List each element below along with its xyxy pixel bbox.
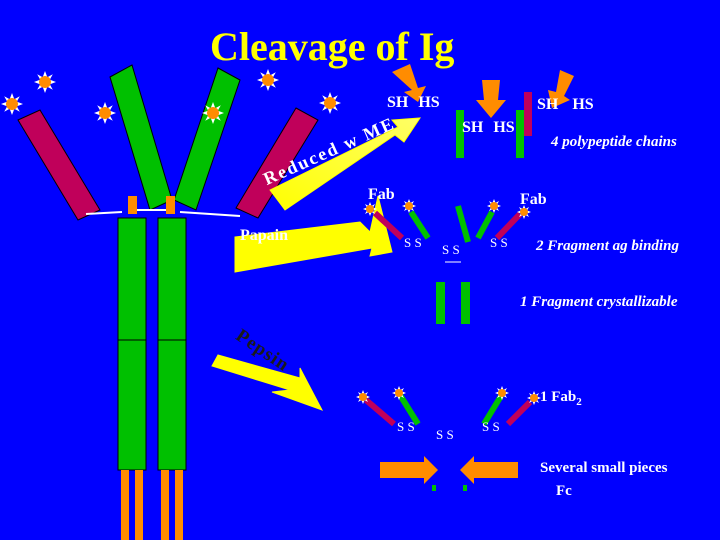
orange-arrow-icon [548, 70, 574, 108]
papain-fragments [234, 195, 531, 324]
igg-molecule [1, 64, 341, 540]
antigen-icon [402, 199, 416, 213]
left-light-chain [17, 109, 101, 221]
heavy-chain-piece [516, 110, 524, 158]
label-sh-hs: SH HS [537, 96, 594, 113]
papain-arrow [234, 195, 393, 273]
antigen-icon [202, 102, 224, 124]
antigen-icon [356, 390, 370, 404]
label-ss: S S [482, 419, 500, 434]
right-light-chain [235, 107, 319, 219]
antigen-icon [319, 92, 341, 114]
reduced-chains [269, 64, 574, 211]
antigen-icon [363, 202, 377, 216]
left-heavy-chain-arm [109, 64, 173, 211]
label-two-fragment: 2 Fragment ag binding [536, 238, 679, 254]
label-ss: S S [404, 235, 422, 250]
label-sh-hs: SH HS [387, 94, 440, 111]
label-four-chains: 4 polypeptide chains [551, 134, 677, 150]
heavy-chain-piece [456, 110, 464, 158]
antigen-icon [257, 69, 279, 91]
label-fc: Fc [556, 483, 572, 499]
reduced-arrow [269, 117, 421, 211]
antigen-icon [487, 199, 501, 213]
hinge-left [128, 196, 137, 214]
label-sh-hs: SH HS [462, 119, 515, 136]
orange-arrow-left [460, 456, 518, 484]
label-ss: S S [442, 242, 460, 257]
antigen-icon [34, 71, 56, 93]
label-ss: S S [490, 235, 508, 250]
right-heavy-chain-arm [173, 67, 241, 211]
label-fab2-text: 1 Fab [540, 389, 577, 405]
orange-arrow-icon [476, 80, 506, 118]
hinge-right [166, 196, 175, 214]
fc-heavy-chain-right [157, 217, 187, 471]
pepsin-arrow [211, 354, 324, 411]
small-piece [432, 485, 436, 491]
label-one-fragment: 1 Fragment crystallizable [520, 294, 678, 310]
fc-heavy-chain-left [117, 217, 147, 471]
fc-fragment [436, 282, 445, 324]
label-ss: S S [436, 427, 454, 442]
antigen-icon [1, 93, 23, 115]
orange-arrow-right [380, 456, 438, 484]
label-ss: S S [397, 419, 415, 434]
label-fab2-sub: 2 [576, 396, 582, 408]
antigen-icon [94, 102, 116, 124]
fc-fragment [461, 282, 470, 324]
page-title: Cleavage of Ig [210, 24, 455, 69]
antigen-icon [495, 386, 509, 400]
pepsin-fragments [211, 354, 541, 491]
label-fab-left: Fab [368, 186, 395, 203]
antigen-icon [392, 386, 406, 400]
antigen-icon [527, 391, 541, 405]
label-papain: Papain [240, 227, 289, 244]
orange-arrow-icon [392, 64, 426, 102]
label-fab-right: Fab [520, 191, 547, 208]
small-piece [463, 485, 467, 491]
label-fab2: 1 Fab2 [540, 390, 582, 408]
light-chain-piece [524, 92, 532, 136]
label-several-pieces: Several small pieces [540, 460, 668, 476]
